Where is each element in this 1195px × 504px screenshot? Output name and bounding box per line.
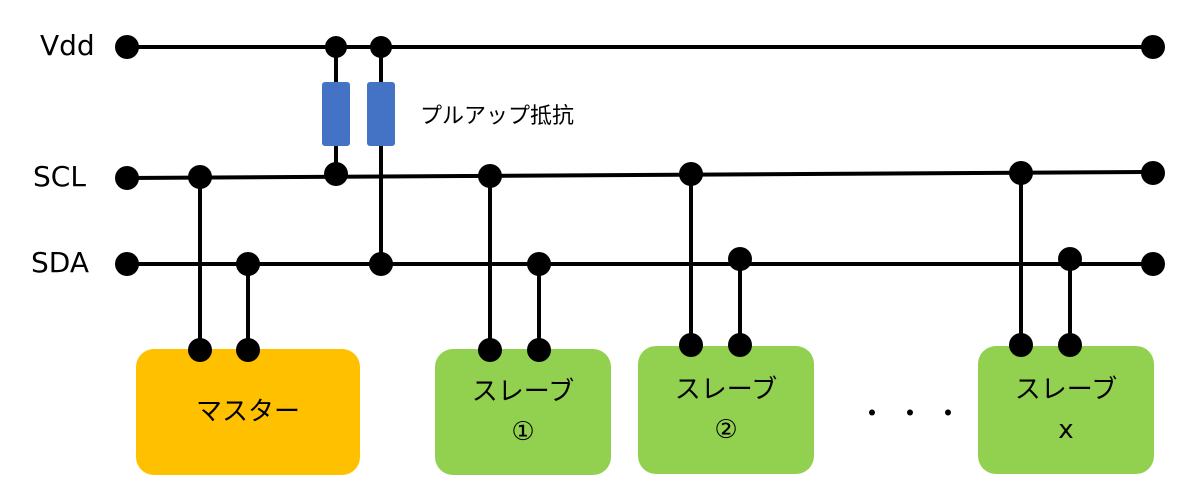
master-sda-pin <box>236 338 260 362</box>
slave-2-id: ② <box>714 415 738 445</box>
slavex-box-shape <box>978 346 1154 474</box>
sda-terminal-left <box>115 252 139 276</box>
master-box-shape <box>136 349 360 475</box>
scl-terminal-left <box>115 166 139 190</box>
scl-junction-slave2 <box>679 162 703 186</box>
sda-junction-slavex <box>1058 247 1082 271</box>
slave-x-id: x <box>1058 415 1074 445</box>
slave-box-1: スレーブ ① <box>435 349 611 475</box>
vdd-terminal-left <box>115 35 139 59</box>
scl-terminal-right <box>1141 161 1165 185</box>
sda-junction-pullup <box>369 252 393 276</box>
scl-junction-master <box>188 165 212 189</box>
master-box: マスター <box>136 349 360 475</box>
sda-junction-master <box>236 252 260 276</box>
vdd-junction-sda-pullup <box>370 36 392 58</box>
sda-junction-slave2 <box>728 247 752 271</box>
vdd-junction-scl-pullup <box>325 36 347 58</box>
scl-label: SCL <box>33 160 86 193</box>
more-slaves-ellipsis: ・・・ <box>858 397 973 430</box>
slave1-box-shape <box>435 349 611 475</box>
slave2-box-shape <box>638 346 814 474</box>
sda-label: SDA <box>31 246 89 279</box>
sda-terminal-right <box>1141 252 1165 276</box>
scl-junction-slave1 <box>478 164 502 188</box>
slave-x-label: スレーブ <box>1014 374 1118 405</box>
vdd-label: Vdd <box>40 29 95 62</box>
junction-dots <box>115 35 1165 276</box>
master-label: マスター <box>195 396 300 427</box>
sda-junction-slave1 <box>527 252 551 276</box>
slave1-sda-pin <box>527 338 551 362</box>
pullup-resistor-scl <box>322 82 350 146</box>
slave2-scl-pin <box>679 333 703 357</box>
scl-junction-pullup <box>324 162 348 186</box>
slave-1-id: ① <box>511 417 535 447</box>
scl-junction-slavex <box>1009 161 1033 185</box>
slavex-sda-pin <box>1058 333 1082 357</box>
vdd-terminal-right <box>1141 35 1165 59</box>
scl-line <box>126 170 1154 180</box>
pullup-resistor-sda <box>367 82 395 146</box>
pullup-resistor-label: プルアップ抵抗 <box>420 104 575 129</box>
slave1-scl-pin <box>478 338 502 362</box>
slave-2-label: スレーブ <box>674 374 778 405</box>
slave2-sda-pin <box>728 333 752 357</box>
slavex-scl-pin <box>1009 333 1033 357</box>
master-scl-pin <box>188 338 212 362</box>
device-pin-dots <box>188 333 1082 362</box>
slave-box-x: スレーブ x <box>978 346 1154 474</box>
slave-1-label: スレーブ <box>471 376 575 407</box>
slave-box-2: スレーブ ② <box>638 346 814 474</box>
